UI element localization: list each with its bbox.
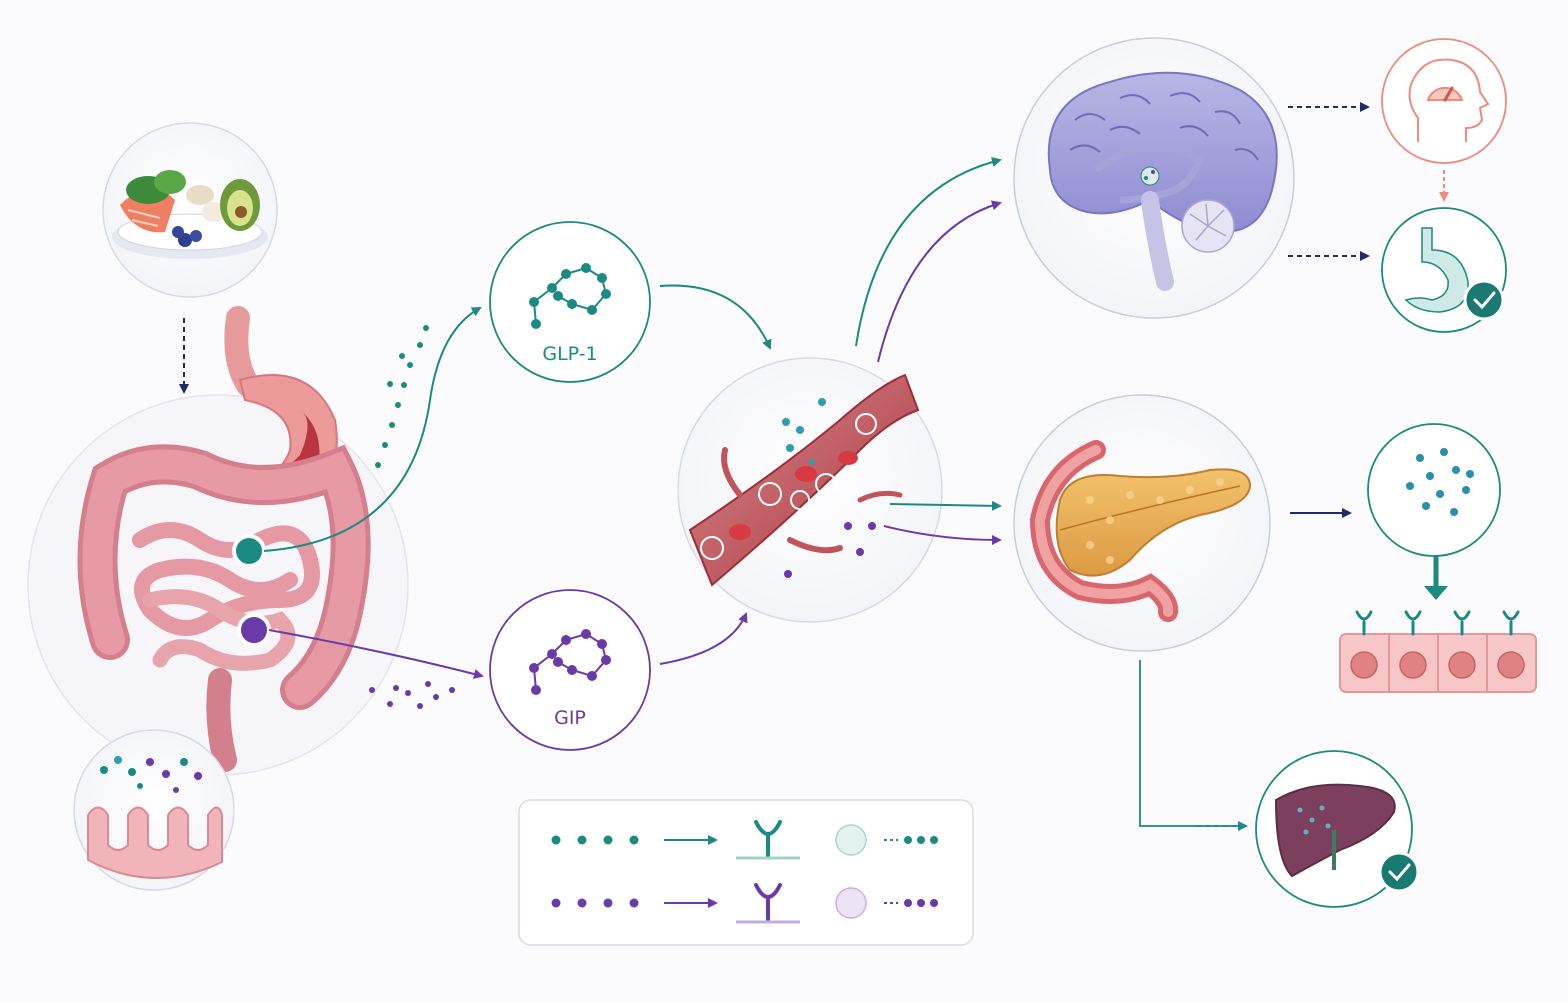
- blood-to-pancreas-glp1-arrow: [889, 500, 1002, 511]
- blood-to-brain-gip-arrow: [877, 200, 1002, 363]
- glp1-peptide-icon: GLP-1: [489, 221, 651, 383]
- insulin-to-cells-arrowhead: [1424, 586, 1448, 600]
- liver-check-icon: [1255, 750, 1420, 908]
- glp1-secretion-dots: [375, 325, 429, 468]
- stomach-check-icon: [1381, 207, 1507, 333]
- blood-vessel-icon: [677, 357, 943, 623]
- pancreas-icon: [1013, 394, 1271, 652]
- legend: [518, 799, 974, 946]
- legend-glp1-row: [551, 820, 938, 860]
- food-plate-icon: [102, 122, 278, 298]
- lcell-to-glp1-arrow: [263, 307, 482, 552]
- kcell-to-gip-arrow: [268, 629, 484, 679]
- intestinal-villi-icon: [73, 729, 235, 891]
- receptor-icon: [754, 820, 782, 858]
- check-icon: [1378, 851, 1420, 893]
- insulin-granules-icon: [1367, 423, 1501, 557]
- glp1-to-blood-arrow: [659, 284, 772, 350]
- gip-secretion-dots: [369, 681, 455, 709]
- gip-peptide-icon: GIP: [489, 589, 651, 751]
- glp1-label: GLP-1: [542, 343, 597, 365]
- blood-to-brain-glp1-arrow: [855, 157, 1002, 347]
- gip-to-blood-arrow: [659, 612, 748, 665]
- check-icon: [1463, 279, 1505, 321]
- appetite-head-icon: [1381, 38, 1507, 164]
- gip-label: GIP: [554, 707, 586, 729]
- legend-gip-row: [551, 883, 938, 924]
- pancreas-to-liver-arrow: [1139, 660, 1246, 827]
- beta-cells-icon: [1339, 610, 1537, 693]
- brain-icon: [1013, 37, 1295, 319]
- receptor-icon: [754, 883, 782, 921]
- blood-to-pancreas-gip-arrow: [883, 525, 1002, 545]
- digestive-tract-icon: [77, 306, 371, 772]
